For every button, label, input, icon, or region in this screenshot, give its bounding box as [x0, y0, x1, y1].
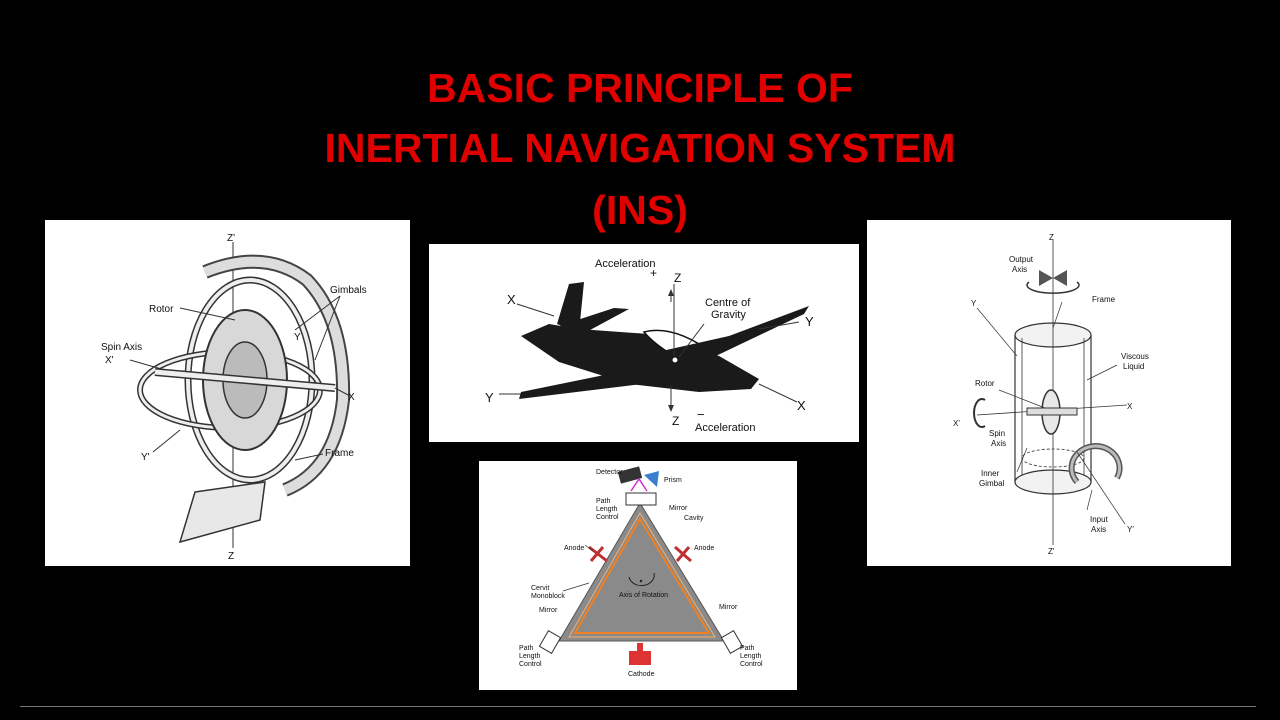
label-acceleration-top: Acceleration — [595, 258, 656, 270]
aircraft-axes-diagram: Acceleration + Z Centre of Gravity X Y Y… — [429, 244, 859, 442]
label-liquid: Liquid — [1123, 362, 1144, 371]
frame-base — [178, 481, 266, 544]
label-cavity: Cavity — [684, 515, 704, 522]
label-rotor: Rotor — [149, 304, 174, 315]
label-plc-left-1: Path — [519, 645, 534, 652]
label-spin-axis: Axis — [991, 439, 1006, 448]
label-plc-left-3: Control — [519, 661, 542, 668]
label-frame: Frame — [325, 448, 354, 459]
label-plc-top-3: Control — [596, 514, 619, 521]
label-x-prime: X' — [105, 355, 114, 366]
label-z-prime: Z' — [1048, 547, 1055, 556]
label-plc-right-2: Length — [740, 653, 762, 660]
label-x: X — [1127, 402, 1133, 411]
label-cathode: Cathode — [628, 671, 655, 678]
label-plc-right-1: Path — [740, 645, 755, 652]
label-plc-top-2: Length — [596, 506, 618, 513]
label-y: Y — [294, 332, 301, 343]
gyroscope-diagram: Z' Gimbals Rotor Spin Axis X' Y X Y' Fra… — [45, 220, 410, 566]
label-x-right: X — [797, 398, 806, 413]
label-mirror-right: Mirror — [719, 604, 738, 611]
label-anode-left: Anode — [564, 545, 584, 552]
spin-axis-arrow — [973, 398, 986, 428]
output-axis-arrow — [1026, 281, 1080, 294]
label-z: Z — [1049, 233, 1054, 242]
label-anode-right: Anode — [694, 545, 714, 552]
title-line-3: (INS) — [592, 187, 688, 233]
label-gimbals: Gimbals — [330, 285, 367, 296]
label-detector: Detector — [596, 469, 623, 476]
label-inner: Inner — [981, 469, 1000, 478]
label-monoblock: Monoblock — [531, 593, 565, 600]
label-z-top: Z — [674, 271, 681, 285]
horizontal-tail — [524, 308, 629, 336]
label-output-axis: Axis — [1012, 265, 1027, 274]
label-input-axis: Axis — [1091, 525, 1106, 534]
label-x: X — [348, 392, 355, 403]
title-line-1: BASIC PRINCIPLE OF — [427, 65, 853, 111]
right-wing — [604, 306, 809, 364]
label-cervit: Cervit — [531, 585, 549, 592]
label-mirror-top: Mirror — [669, 505, 688, 512]
cervit-monoblock — [558, 502, 725, 642]
label-spin-axis: Spin Axis — [101, 342, 142, 353]
label-input: Input — [1090, 515, 1109, 524]
label-gimbal: Gimbal — [979, 479, 1005, 488]
integrating-gyro-illustration: Z Output Axis Frame Y Viscous Liquid Rot… — [953, 233, 1149, 556]
label-rotor: Rotor — [975, 379, 995, 388]
bottom-divider — [20, 706, 1256, 707]
label-plus: + — [650, 266, 657, 280]
cathode-block — [629, 651, 651, 665]
label-z-bottom: Z — [228, 551, 234, 562]
label-y-prime: Y' — [1127, 525, 1134, 534]
label-x-left: X — [507, 292, 516, 307]
label-plc-left-2: Length — [519, 653, 541, 660]
label-axis-of-rotation: Axis of Rotation — [619, 592, 668, 599]
label-output: Output — [1009, 255, 1034, 264]
label-z-prime-top: Z' — [227, 233, 235, 244]
label-mirror-left: Mirror — [539, 607, 558, 614]
label-acceleration-bottom: Acceleration — [695, 422, 756, 434]
tail-fin — [557, 282, 584, 332]
mirror-left-block — [538, 630, 562, 654]
ring-laser-gyro-diagram: Detector Prism Path Length Control Mirro… — [479, 461, 797, 690]
mirror-right-block — [720, 630, 744, 654]
label-x-prime: X' — [953, 419, 960, 428]
centre-of-gravity-point — [671, 356, 679, 364]
detector-block — [617, 466, 643, 484]
left-wing — [519, 372, 689, 399]
gyroscope-illustration: Z' Gimbals Rotor Spin Axis X' Y X Y' Fra… — [101, 233, 367, 562]
label-viscous: Viscous — [1121, 352, 1149, 361]
aircraft-illustration: Acceleration + Z Centre of Gravity X Y Y… — [485, 258, 814, 434]
laser-cavity-path — [573, 517, 711, 634]
label-y: Y — [971, 299, 977, 308]
label-y-left: Y — [485, 390, 494, 405]
label-plc-right-3: Control — [740, 661, 763, 668]
label-spin: Spin — [989, 429, 1005, 438]
ring-laser-illustration: Detector Prism Path Length Control Mirro… — [519, 466, 763, 678]
rate-integrating-gyro-diagram: Z Output Axis Frame Y Viscous Liquid Rot… — [867, 220, 1231, 566]
label-y-prime: Y' — [141, 452, 150, 463]
frame-highlight — [203, 256, 349, 495]
prism-shape — [644, 471, 659, 487]
label-plc-top-1: Path — [596, 498, 611, 505]
label-gravity: Gravity — [711, 309, 746, 321]
label-prism: Prism — [664, 477, 682, 484]
label-frame: Frame — [1092, 295, 1116, 304]
label-z-bottom: Z — [672, 414, 679, 428]
label-minus: − — [697, 407, 705, 422]
title-line-2: INERTIAL NAVIGATION SYSTEM — [324, 125, 956, 171]
label-centre-of: Centre of — [705, 297, 751, 309]
label-y-right: Y — [805, 314, 814, 329]
